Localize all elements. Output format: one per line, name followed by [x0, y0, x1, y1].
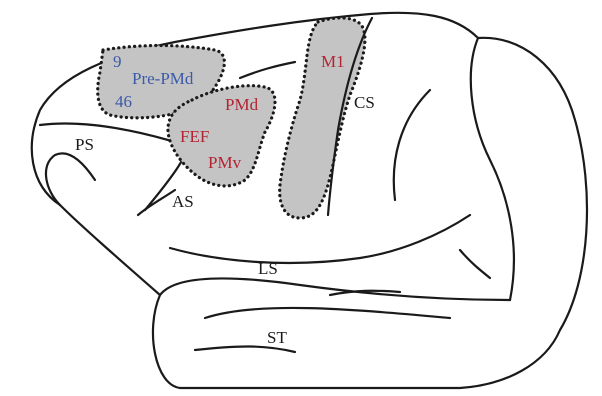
label-ls: LS: [258, 259, 278, 278]
occipital-sulcus: [460, 250, 490, 278]
label-cs: CS: [354, 93, 375, 112]
frontal-pole-curl: [46, 153, 95, 205]
temporal-inferior-sulcus: [195, 346, 295, 352]
lateral-sulcus: [170, 215, 470, 263]
label-pre-pmd: Pre-PMd: [132, 69, 194, 88]
label-m1: M1: [321, 52, 345, 71]
label-area-46: 46: [115, 92, 132, 111]
label-area-9: 9: [113, 52, 122, 71]
occipital-boundary: [471, 38, 514, 300]
principal-sulcus: [40, 124, 185, 145]
label-as: AS: [172, 192, 194, 211]
lunate-sulcus: [394, 90, 430, 200]
label-st: ST: [267, 328, 287, 347]
superior-temporal-sulcus: [205, 308, 450, 318]
label-fef: FEF: [180, 127, 209, 146]
superior-precentral-dimple: [240, 62, 295, 78]
label-pmv: PMv: [208, 153, 242, 172]
primary-motor-region-m1: [280, 18, 365, 218]
label-ps: PS: [75, 135, 94, 154]
label-pmd: PMd: [225, 95, 259, 114]
temporal-lobe-outline: [160, 278, 510, 300]
inferior-arcuate-spur: [138, 190, 175, 215]
